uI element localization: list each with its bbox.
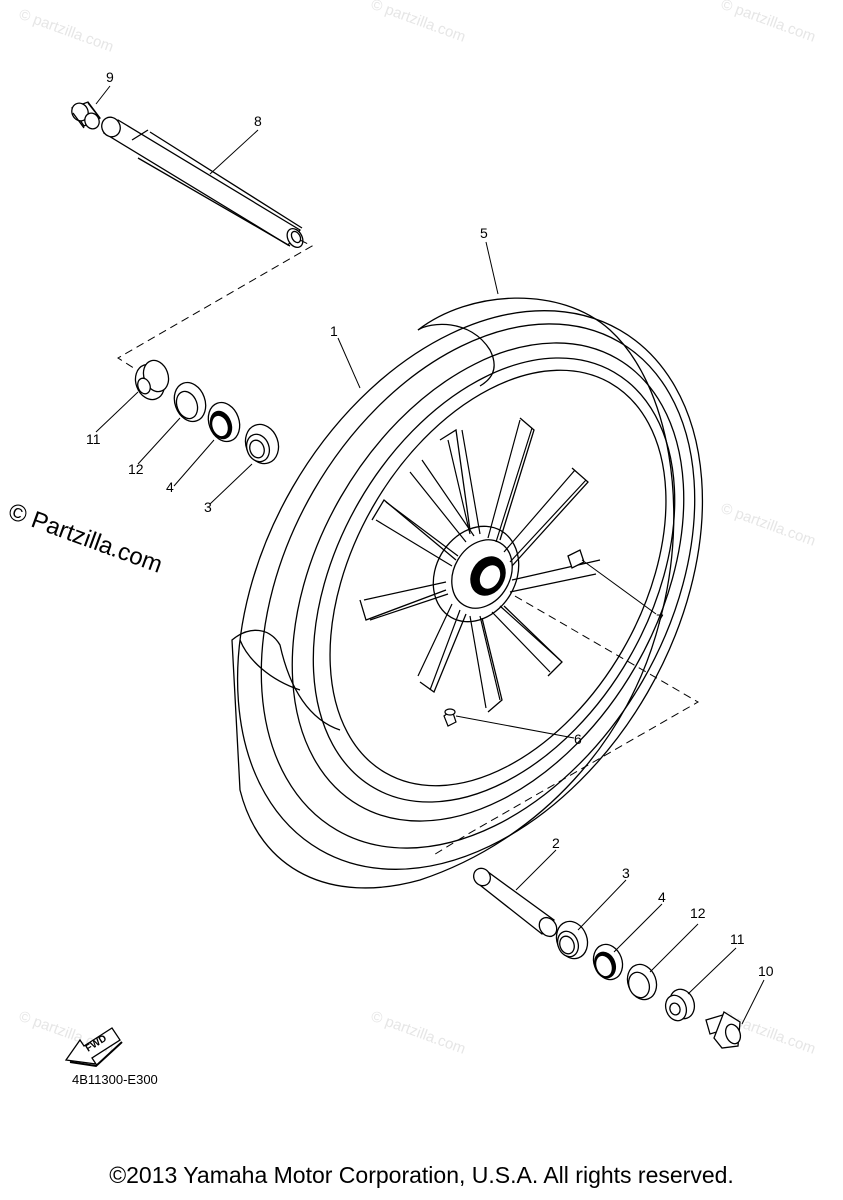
part-12-oil-seal-left bbox=[173, 381, 207, 423]
part-3-bearing-left bbox=[244, 423, 280, 465]
callout-12-right: 12 bbox=[690, 905, 706, 921]
watermark: © partzilla.com bbox=[17, 6, 116, 56]
part-5-tire bbox=[231, 297, 675, 889]
part-2-spacer bbox=[473, 867, 558, 938]
copyright: ©2013 Yamaha Motor Corporation, U.S.A. A… bbox=[109, 1162, 734, 1188]
watermark: © partzilla.com bbox=[369, 0, 468, 46]
part-4-circlip-right bbox=[592, 943, 624, 981]
callout-4-right: 4 bbox=[658, 889, 666, 905]
part-9-nut bbox=[71, 101, 101, 130]
callout-10: 10 bbox=[758, 963, 774, 979]
part-12-oil-seal-right bbox=[626, 963, 658, 1001]
callout-7: 7 bbox=[656, 611, 664, 627]
callout-12-left: 12 bbox=[128, 461, 144, 477]
explode-lines bbox=[117, 239, 700, 857]
callout-11-right: 11 bbox=[730, 931, 745, 947]
part-6-valve bbox=[443, 708, 457, 727]
part-8-axle bbox=[101, 116, 304, 248]
callout-3-right: 3 bbox=[622, 865, 630, 881]
callout-3-left: 3 bbox=[204, 499, 212, 515]
callout-9: 9 bbox=[106, 69, 114, 85]
leader-lines bbox=[95, 85, 765, 1025]
callout-6: 6 bbox=[574, 731, 582, 747]
callout-8: 8 bbox=[254, 113, 262, 129]
callout-2: 2 bbox=[552, 835, 560, 851]
diagram-code: 4B11300-E300 bbox=[72, 1072, 158, 1087]
watermark: © partzilla.com bbox=[719, 500, 818, 550]
spokes bbox=[363, 419, 601, 709]
part-10-bolt bbox=[705, 1011, 742, 1049]
callouts: 9 8 5 1 11 12 4 3 7 6 2 3 4 12 11 10 bbox=[86, 69, 774, 979]
watermark: © partzilla.com bbox=[719, 0, 818, 46]
callout-5: 5 bbox=[480, 225, 488, 241]
callout-1: 1 bbox=[330, 323, 338, 339]
right-stack bbox=[473, 867, 742, 1049]
part-3-bearing-right bbox=[555, 920, 589, 960]
callout-11-left: 11 bbox=[86, 431, 101, 447]
part-11-collar-left bbox=[134, 359, 170, 401]
part-1-rim-outer bbox=[236, 310, 704, 870]
watermark: © partzilla.com bbox=[369, 1008, 468, 1058]
callout-4-left: 4 bbox=[166, 479, 174, 495]
watermarks: © partzilla.com © partzilla.com © partzi… bbox=[17, 0, 818, 1058]
part-4-circlip-left bbox=[207, 401, 241, 443]
left-stack bbox=[134, 359, 280, 465]
wheel-assembly bbox=[231, 297, 704, 889]
part-11-collar-right bbox=[664, 988, 696, 1022]
